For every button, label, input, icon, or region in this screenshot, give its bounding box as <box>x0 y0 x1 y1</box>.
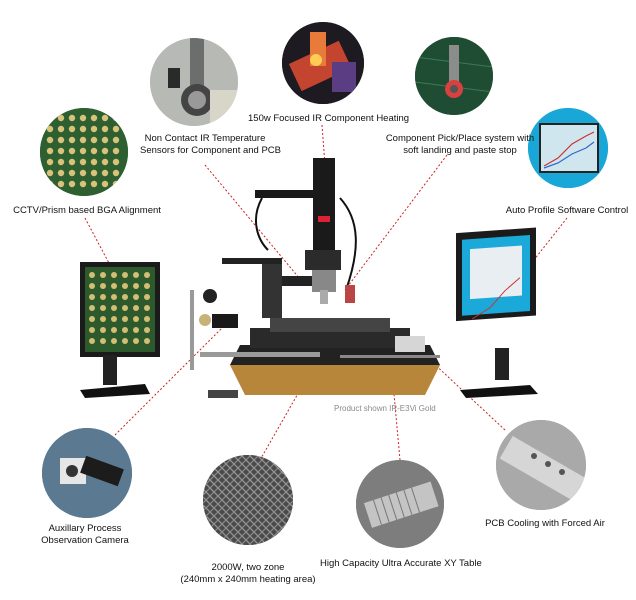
auto-profile-photo <box>528 108 608 188</box>
label-bga-alignment-line1: CCTV/Prism based BGA Alignment <box>13 205 161 216</box>
label-xy-table-line1: High Capacity Ultra Accurate XY Table <box>320 558 482 569</box>
label-pick-place-line2: soft landing and paste stop <box>403 145 517 156</box>
label-bga-alignment: CCTV/Prism based BGA Alignment <box>12 205 162 217</box>
label-pick-place: Component Pick/Place system with soft la… <box>385 133 535 157</box>
machine-head <box>222 158 357 318</box>
side-camera <box>190 289 238 398</box>
label-camera-line2: Observation Camera <box>41 535 129 546</box>
bga-alignment-photo <box>40 108 128 196</box>
label-auto-profile: Auto Profile Software Control <box>500 205 634 217</box>
label-heater-line1: 2000W, two zone <box>211 562 285 573</box>
machine-base <box>200 318 440 395</box>
label-camera: Auxillary Process Observation Camera <box>30 523 140 547</box>
heater-photo <box>203 455 293 545</box>
label-pcb-cooling: PCB Cooling with Forced Air <box>480 518 610 530</box>
pick-place-photo <box>415 37 493 115</box>
right-monitor <box>456 227 538 398</box>
camera-photo <box>42 428 132 518</box>
product-caption: Product shown IR-E3Vi Gold <box>334 404 436 413</box>
label-heater: 2000W, two zone (240mm x 240mm heating a… <box>178 562 318 586</box>
label-xy-table: High Capacity Ultra Accurate XY Table <box>320 558 482 570</box>
pcb-cooling-photo <box>496 420 586 510</box>
ir-sensor-photo <box>150 38 238 126</box>
ir-heating-photo <box>282 22 364 104</box>
label-camera-line1: Auxillary Process <box>48 523 122 534</box>
label-ir-sensors: Non Contact IR Temperature Sensors for C… <box>140 133 281 157</box>
label-ir-heating: 150w Focused IR Component Heating <box>248 113 410 125</box>
label-heater-line2: (240mm x 240mm heating area) <box>180 574 316 585</box>
label-ir-sensors-line2: Sensors for Component and PCB <box>140 145 281 156</box>
xy-table-photo <box>356 460 444 548</box>
label-pcb-cooling-line1: PCB Cooling with Forced Air <box>485 518 605 529</box>
label-ir-heating-line1: 150w Focused IR Component Heating <box>248 113 410 124</box>
label-auto-profile-line1: Auto Profile Software Control <box>505 205 629 216</box>
label-pick-place-line1: Component Pick/Place system with <box>385 133 535 144</box>
label-ir-sensors-line1: Non Contact IR Temperature <box>144 133 266 144</box>
